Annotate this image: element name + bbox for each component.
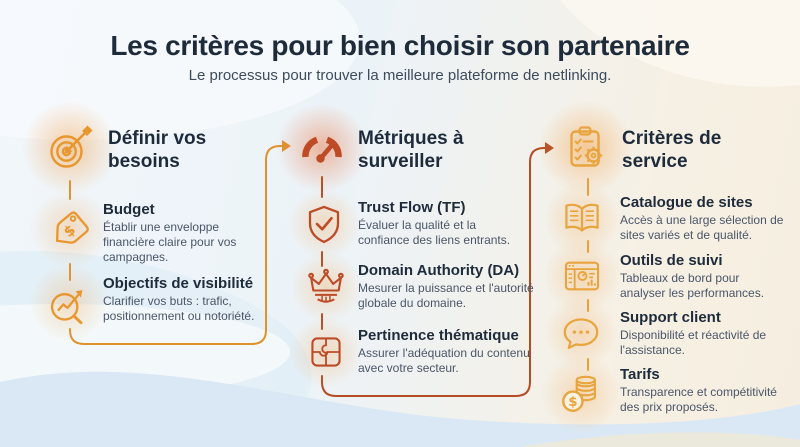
page-subtitle: Le processus pour trouver la meilleure p…: [188, 67, 612, 84]
column-title-definir: Définir vos besoins: [108, 128, 207, 172]
item-catalogue: Catalogue de sites Accès à une large sél…: [620, 194, 792, 243]
item-domain-authority: Domain Authority (DA) Mesurer la puissan…: [358, 262, 534, 311]
gauge-icon: [298, 126, 346, 170]
chat-bubble-icon: [560, 312, 602, 354]
column-title-criteres: Critères de service: [622, 128, 722, 172]
crown-icon: [305, 266, 347, 308]
item-description: Établir une enveloppe financière claire …: [103, 220, 237, 264]
item-budget: Budget Établir une enveloppe financière …: [103, 201, 273, 265]
coins-icon: $: [558, 371, 604, 417]
item-description: Disponibilité et réactivité de l'assista…: [620, 328, 767, 357]
item-description: Assurer l'adéquation du contenu avec vot…: [358, 346, 530, 375]
item-trust-flow: Trust Flow (TF) Évaluer la qualité et la…: [358, 199, 530, 248]
item-title: Domain Authority (DA): [358, 262, 520, 279]
item-title: Support client: [620, 309, 721, 326]
item-objectifs: Objectifs de visibilité Clarifier vos bu…: [103, 275, 275, 324]
column-title-metriques: Métriques à surveiller: [358, 128, 464, 172]
item-tarifs: Tarifs Transparence et compétitivité des…: [620, 366, 794, 415]
item-description: Évaluer la qualité et la confiance des l…: [358, 218, 511, 247]
open-book-icon: [560, 197, 604, 241]
shield-check-icon: [303, 203, 345, 245]
item-title: Outils de suivi: [620, 252, 723, 269]
dashboard-icon: [560, 254, 604, 298]
item-support: Support client Disponibilité et réactivi…: [620, 309, 794, 358]
item-description: Accès à une large sélection de sites var…: [620, 213, 784, 242]
item-description: Transparence et compétitivité des prix p…: [620, 385, 777, 414]
page-title: Les critères pour bien choisir son parte…: [110, 30, 690, 61]
svg-text:$: $: [568, 395, 577, 410]
chart-magnifier-icon: [46, 280, 92, 326]
clipboard-checklist-icon: [562, 124, 610, 172]
item-description: Mesurer la puissance et l'autorité globa…: [358, 281, 534, 310]
item-title: Trust Flow (TF): [358, 199, 466, 216]
item-title: Budget: [103, 201, 155, 218]
price-tag-icon: $: [47, 206, 93, 252]
item-description: Clarifier vos buts : trafic, positionnem…: [103, 294, 255, 323]
item-title: Pertinence thématique: [358, 327, 519, 344]
svg-text:$: $: [61, 222, 79, 241]
item-description: Tableaux de bord pour analyser les perfo…: [620, 271, 765, 300]
puzzle-icon: [305, 331, 347, 373]
item-pertinence: Pertinence thématique Assurer l'adéquati…: [358, 327, 534, 376]
item-title: Catalogue de sites: [620, 194, 753, 211]
item-title: Objectifs de visibilité: [103, 275, 254, 292]
item-outils: Outils de suivi Tableaux de bord pour an…: [620, 252, 788, 301]
item-title: Tarifs: [620, 366, 660, 383]
target-icon: [46, 124, 94, 172]
